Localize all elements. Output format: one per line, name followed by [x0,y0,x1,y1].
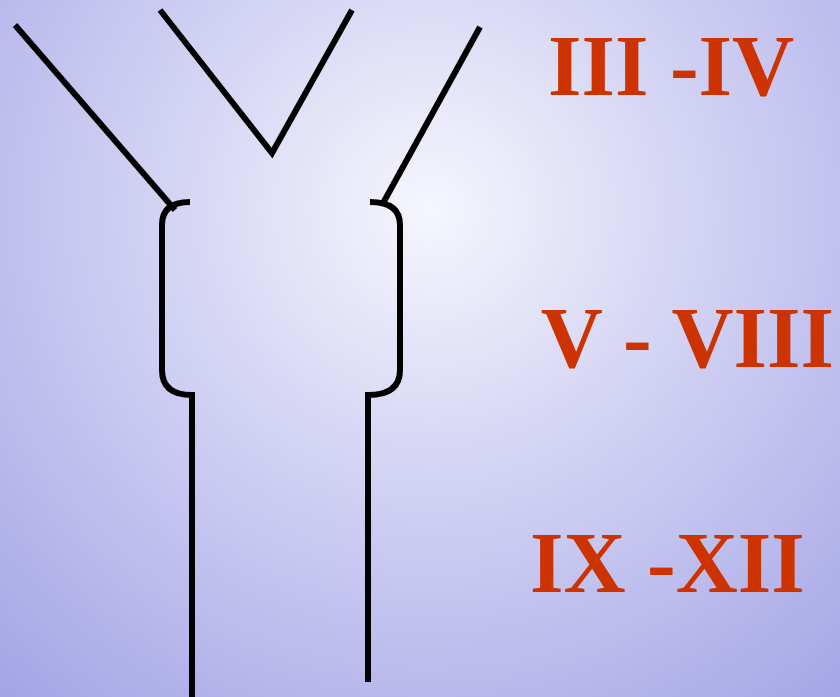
roman-numeral-label: V - VIII [541,295,834,381]
roman-numeral-label: IX -XII [530,520,805,606]
roman-numeral-label: III -IV [548,23,794,109]
middle-fork [160,10,352,153]
right-wall [368,202,400,682]
left-wall [162,202,192,697]
right-branch [382,27,480,205]
left-branch [15,25,175,210]
